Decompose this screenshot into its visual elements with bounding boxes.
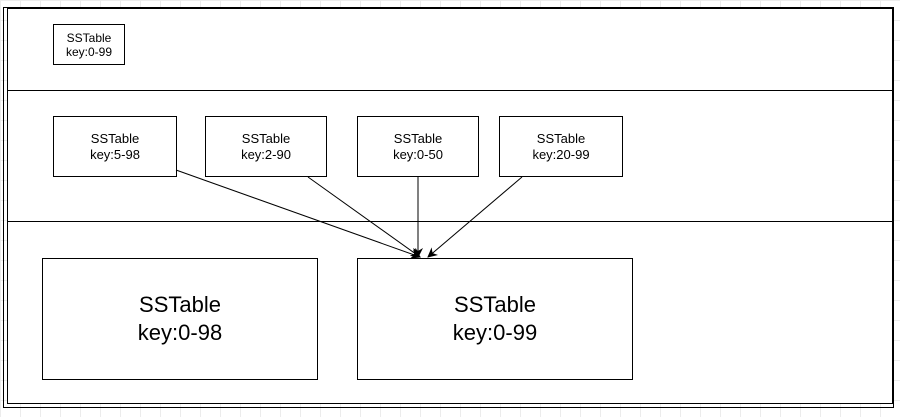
sstable-key-range: key:0-98 (137, 320, 223, 345)
sstable-level2-0[interactable]: SSTable key:0-98 (42, 258, 318, 380)
sstable-level1-3[interactable]: SSTable key:20-99 (499, 116, 623, 177)
sstable-label: SSTable (393, 130, 443, 146)
sstable-label: SSTable (536, 130, 586, 146)
sstable-key-range: key:0-99 (452, 320, 538, 345)
sstable-label: SSTable (66, 30, 112, 45)
sstable-key-range: key:0-50 (393, 146, 443, 162)
sstable-label: SSTable (241, 130, 291, 146)
sstable-label: SSTable (454, 292, 536, 317)
sstable-key-range: key:0-99 (65, 44, 113, 59)
sstable-level2-1[interactable]: SSTable key:0-99 (357, 258, 633, 380)
sstable-label: SSTable (139, 292, 221, 317)
sstable-key-range: key:2-90 (241, 146, 291, 162)
sstable-key-range: key:20-99 (532, 146, 590, 162)
sstable-level1-2[interactable]: SSTable key:0-50 (357, 116, 479, 177)
sstable-key-range: key:5-98 (90, 146, 140, 162)
sstable-level0-0[interactable]: SSTable key:0-99 (53, 24, 125, 65)
level-0-band (7, 8, 893, 91)
sstable-level1-1[interactable]: SSTable key:2-90 (205, 116, 327, 177)
sstable-level1-0[interactable]: SSTable key:5-98 (53, 116, 177, 177)
outer-frame (3, 7, 894, 408)
sstable-label: SSTable (90, 130, 140, 146)
